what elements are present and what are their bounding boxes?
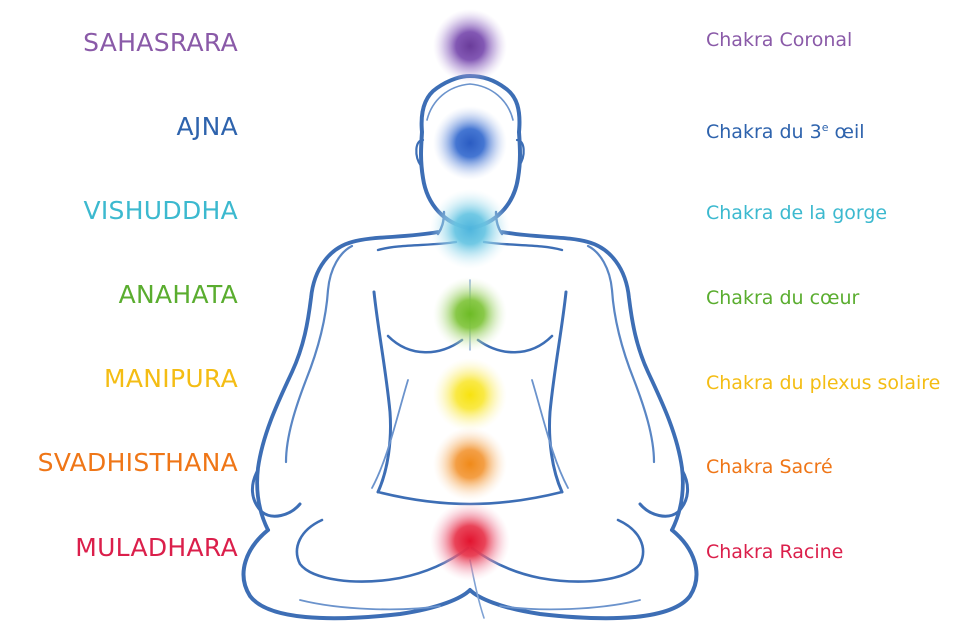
sanskrit-label-manipura: MANIPURA [104,364,238,394]
french-label-racine: Chakra Racine [706,540,843,564]
chakra-glow-anahata [433,277,507,351]
french-label-troisieme-oeil-suffix: œil [828,121,864,143]
french-label-sacre: Chakra Sacré [706,455,833,479]
sanskrit-label-vishuddha: VISHUDDHA [83,196,238,226]
french-label-gorge: Chakra de la gorge [706,201,887,225]
french-label-troisieme-oeil: Chakra du 3e œil [706,120,865,144]
left-shoulder [257,232,438,530]
french-label-plexus-solaire: Chakra du plexus solaire [706,371,940,395]
chakra-glow-sahasrara [433,9,507,83]
sanskrit-label-anahata: ANAHATA [119,280,238,310]
chakra-glow-svadhisthana [433,427,507,501]
chakra-glow-manipura [433,358,507,432]
sanskrit-label-sahasrara: SAHASRARA [83,28,238,58]
chakra-glow-ajna [433,106,507,180]
french-label-troisieme-oeil-text: Chakra du 3 [706,121,822,143]
sanskrit-label-svadhisthana: SVADHISTHANA [38,448,238,478]
chakra-glow-vishuddha [430,189,510,269]
sanskrit-label-muladhara: MULADHARA [75,533,238,563]
french-label-coeur: Chakra du cœur [706,286,859,310]
chakra-glow-muladhara [430,501,510,581]
right-shoulder [502,232,683,530]
sanskrit-label-ajna: AJNA [177,112,238,142]
french-label-coronal: Chakra Coronal [706,28,852,52]
